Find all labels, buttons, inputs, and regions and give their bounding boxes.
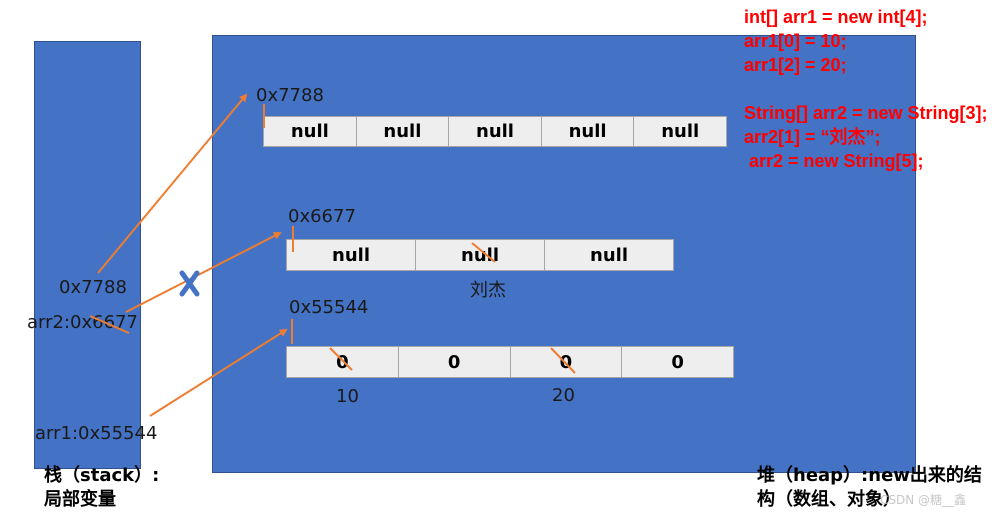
- stack-caption: 栈（stack）: 局部变量: [44, 464, 159, 512]
- stack-caption-line2: 局部变量: [44, 489, 116, 510]
- array-cell: null: [356, 116, 450, 147]
- code-block: int[] arr1 = new int[4]; arr1[0] = 10; a…: [744, 5, 992, 173]
- code-line: arr1[0] = 10;: [744, 31, 847, 51]
- array-cell: null: [449, 116, 542, 147]
- overwrite-mark: [471, 242, 496, 263]
- heap-array-null5: null null null null null: [263, 116, 727, 147]
- heap-array-null3: null null null: [286, 239, 674, 271]
- stack-addr-0x7788: 0x7788: [59, 277, 127, 298]
- assigned-value-liujie: 刘杰: [470, 280, 506, 301]
- reference-arrow-arr2-old: [97, 93, 248, 274]
- stack-caption-line1: 栈（stack）:: [44, 465, 160, 486]
- heap-array-addr-1: 0x7788: [256, 85, 324, 106]
- array-cell: 0: [286, 346, 399, 378]
- stack-arr2-ref: arr2:0x6677: [27, 312, 138, 333]
- assigned-value-10: 10: [336, 386, 359, 407]
- array-cell: null: [263, 116, 357, 147]
- overwrite-mark: [329, 347, 353, 371]
- heap-caption-line2: 构（数组、对象）: [757, 489, 901, 510]
- cross-out-icon: [179, 270, 200, 297]
- array-cell: 0: [622, 346, 734, 378]
- reference-arrow-arr1: [149, 328, 288, 417]
- code-line: arr2 = new String[5];: [744, 151, 924, 171]
- heap-array-addr-2: 0x6677: [288, 206, 356, 227]
- heap-caption-line1: 堆（heap）:new出来的结: [757, 465, 982, 486]
- heap-array-addr-3: 0x55544: [289, 297, 369, 318]
- reference-arrow-arr2-new: [125, 232, 282, 313]
- overwrite-mark: [550, 347, 576, 374]
- heap-caption: 堆（heap）:new出来的结 构（数组、对象）: [757, 464, 982, 512]
- array-cell: null: [545, 239, 674, 271]
- array-cell: null: [541, 116, 635, 147]
- array-cell: null: [416, 239, 545, 271]
- array-cell: 0: [510, 346, 623, 378]
- stack-arr1-ref: arr1:0x55544: [35, 423, 158, 444]
- code-line: String[] arr2 = new String[3];: [744, 103, 988, 123]
- code-line: arr1[2] = 20;: [744, 55, 847, 75]
- assigned-value-20: 20: [552, 385, 575, 406]
- array-cell: null: [634, 116, 727, 147]
- watermark: CSDN @糖__鑫: [880, 493, 967, 507]
- stack-panel: [34, 41, 141, 469]
- array-cell: null: [286, 239, 416, 271]
- code-line: arr2[1] = “刘杰”;: [744, 127, 881, 147]
- heap-array-int4: 0 0 0 0: [286, 346, 734, 378]
- array-cell: 0: [398, 346, 511, 378]
- code-line: int[] arr1 = new int[4];: [744, 7, 928, 27]
- strike-mark: [89, 315, 130, 334]
